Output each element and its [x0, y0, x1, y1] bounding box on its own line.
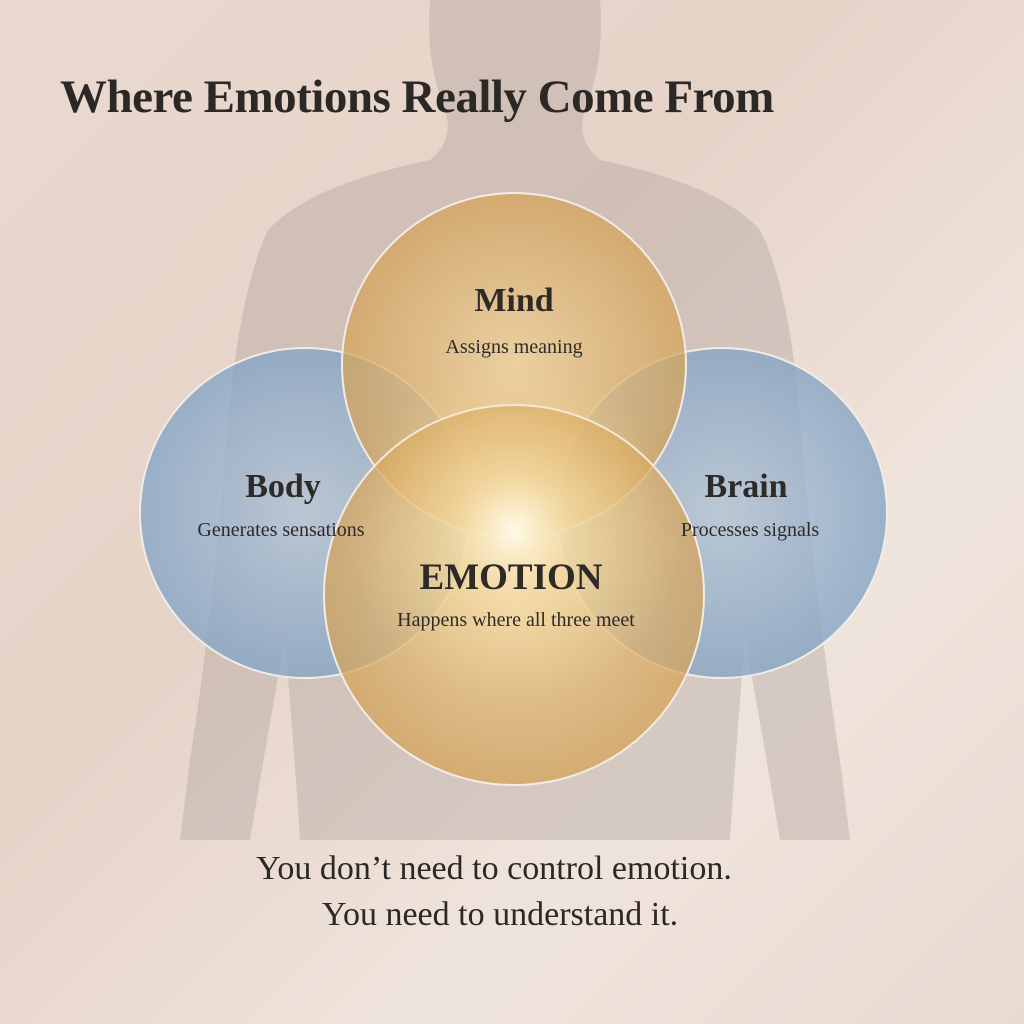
closing-line-1: You don’t need to control emotion.	[256, 850, 732, 887]
page-title: Where Emotions Really Come From	[60, 71, 774, 123]
body-label: Body	[245, 468, 321, 505]
emotion-label: EMOTION	[419, 557, 603, 598]
body-caption: Generates sensations	[197, 519, 365, 541]
brain-caption: Processes signals	[680, 519, 820, 541]
brain-label: Brain	[704, 468, 788, 505]
closing-line-2: You need to understand it.	[321, 896, 679, 933]
mind-caption: Assigns meaning	[445, 336, 583, 358]
center-glow	[344, 360, 684, 700]
mind-label: Mind	[474, 282, 554, 319]
emotion-caption: Happens where all three meet	[397, 609, 635, 631]
